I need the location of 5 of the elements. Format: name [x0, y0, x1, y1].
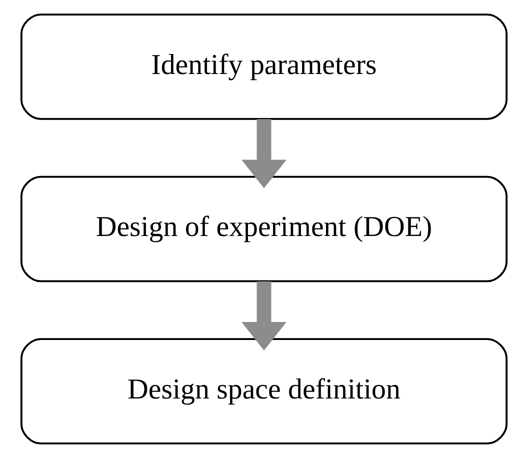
- arrow: [242, 281, 287, 350]
- node-box: Design of experiment (DOE): [20, 176, 508, 282]
- node-box: Design space definition: [20, 338, 508, 444]
- node-box: Identify parameters: [20, 14, 508, 120]
- arrow: [242, 119, 286, 188]
